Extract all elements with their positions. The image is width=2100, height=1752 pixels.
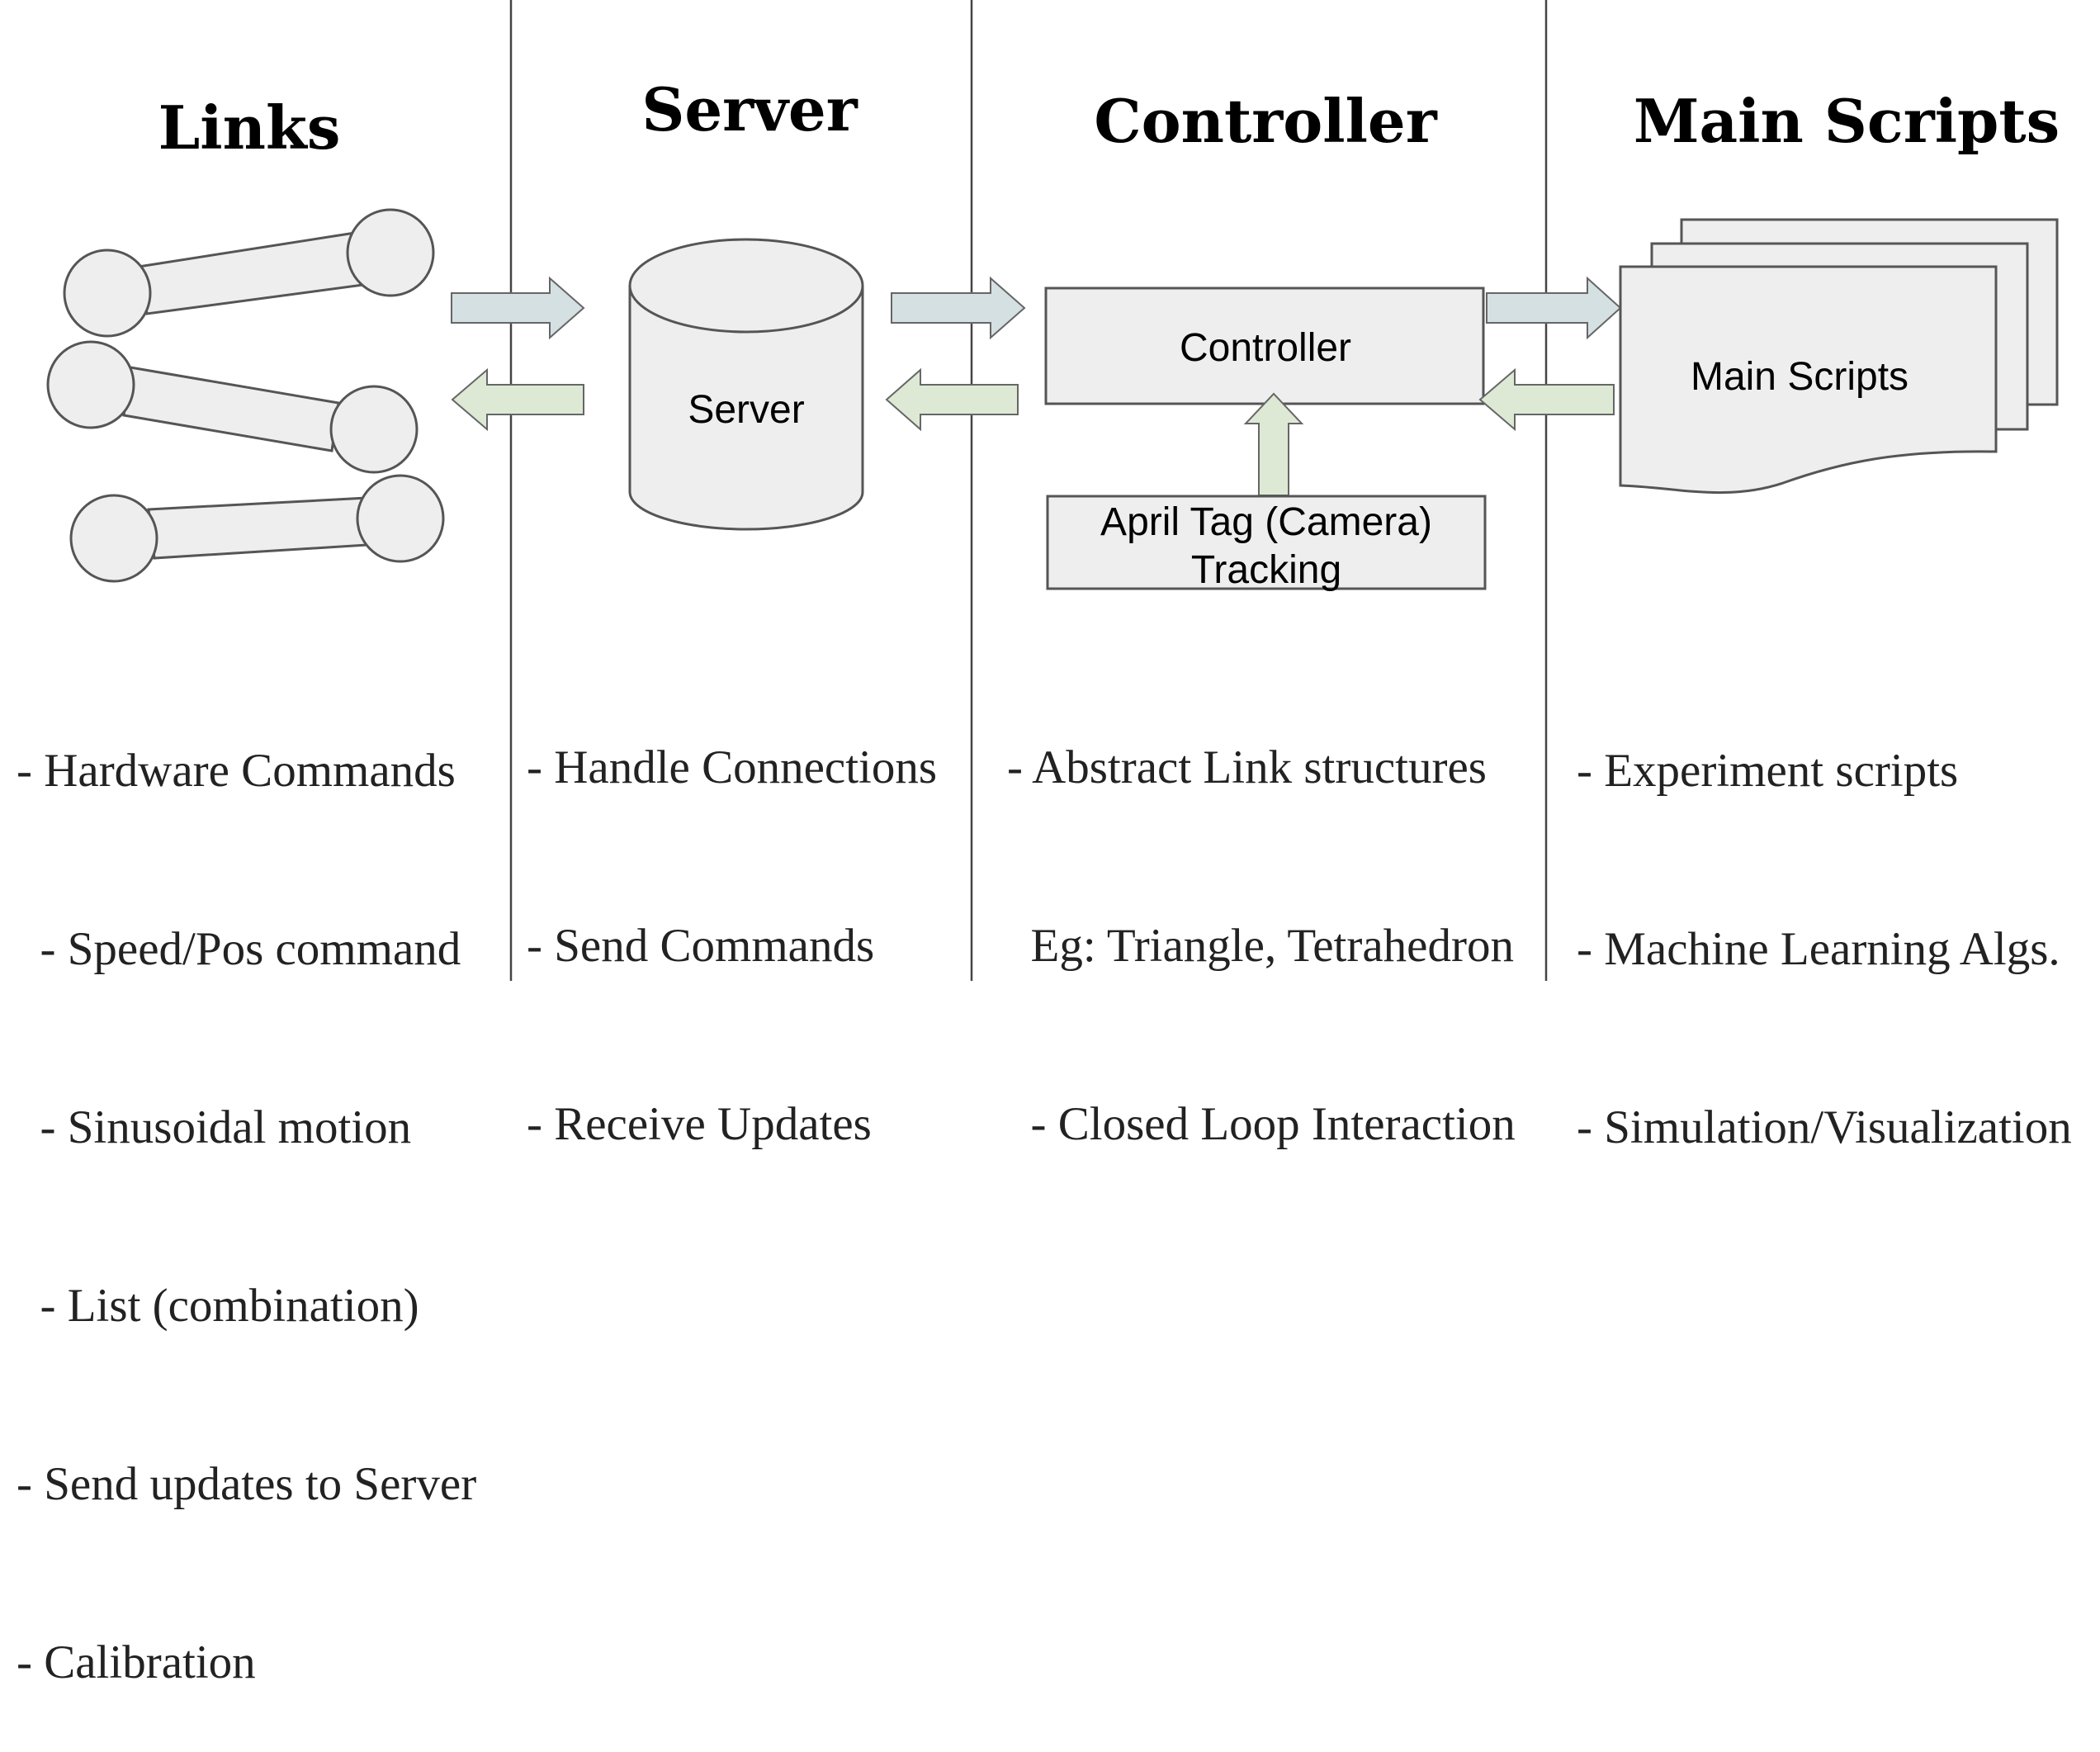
arrow-controller-to-main <box>1486 276 1622 340</box>
list-item: - Speed/Pos command <box>17 923 461 975</box>
main-scripts-documents <box>1619 218 2059 495</box>
link-module-2 <box>46 340 419 474</box>
server-label: Server <box>688 388 804 432</box>
list-item: - Receive Updates <box>527 1098 872 1150</box>
links-bullet-list: - Hardware Commands - Speed/Pos command … <box>17 623 476 1752</box>
april-tag-tracking-box <box>1046 495 1487 590</box>
list-item: - Hardware Commands <box>17 745 456 797</box>
main-scripts-title: Main Scripts <box>1634 86 2060 156</box>
main-scripts-label: Main Scripts <box>1691 355 1908 399</box>
list-item: - Closed Loop Interaction <box>1007 1098 1516 1150</box>
list-item: - Sinusoidal motion <box>17 1101 412 1153</box>
list-item: - Handle Connections <box>527 741 938 793</box>
arrow-server-to-controller <box>891 276 1026 340</box>
main-scripts-bullet-list: - Experiment scripts - Machine Learning … <box>1577 623 2072 1217</box>
controller-label: Controller <box>1180 326 1351 370</box>
server-cylinder <box>628 238 864 531</box>
list-item: - Machine Learning Algs. <box>1577 923 2060 975</box>
document-front <box>1619 265 1998 495</box>
list-item: - Calibration <box>17 1636 256 1688</box>
arrow-server-to-links <box>451 367 584 432</box>
list-item: - Abstract Link structures <box>1007 741 1487 793</box>
arrow-tracking-to-controller <box>1243 392 1304 496</box>
controller-title: Controller <box>1094 86 1437 156</box>
robot-links-icon <box>46 208 445 583</box>
list-item: - Experiment scripts <box>1577 745 1959 797</box>
architecture-diagram: Links Server Controller Main Scripts Ser… <box>46 0 2060 981</box>
april-tag-label-line2: Tracking <box>1191 548 1341 592</box>
april-tag-label-line1: April Tag (Camera) <box>1100 500 1432 544</box>
list-item: - Simulation/Visualization <box>1577 1101 2072 1153</box>
controller-box <box>1044 286 1485 405</box>
links-title: Links <box>158 92 341 163</box>
arrow-main-to-controller <box>1478 367 1615 432</box>
link-module-1 <box>63 208 435 338</box>
link-module-3 <box>69 474 445 583</box>
server-title: Server <box>641 74 858 144</box>
list-item: - Send Commands <box>527 920 875 972</box>
arrow-controller-to-server <box>885 367 1019 432</box>
arrow-links-to-server <box>451 276 585 340</box>
list-item: - List (combination) <box>17 1280 419 1332</box>
controller-bullet-list: - Abstract Link structures Eg: Triangle,… <box>1007 619 1516 1214</box>
server-bullet-list: - Handle Connections - Send Commands - R… <box>527 619 937 1214</box>
list-item: Eg: Triangle, Tetrahedron <box>1007 920 1514 972</box>
list-item: - Send updates to Server <box>17 1458 477 1510</box>
